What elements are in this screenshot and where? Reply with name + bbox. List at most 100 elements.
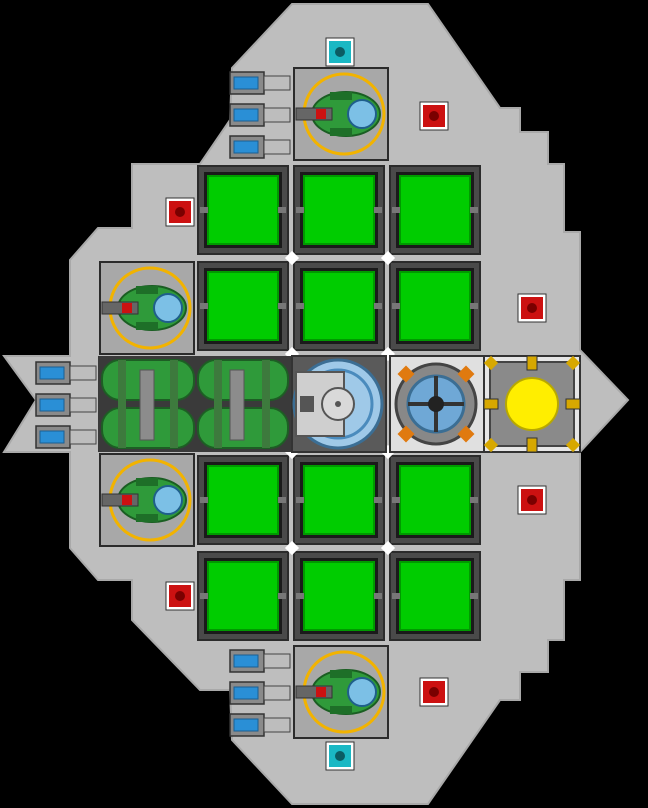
cargo-block[interactable] (389, 165, 481, 255)
turret-module[interactable] (99, 453, 195, 547)
core-bracket (565, 398, 581, 410)
cargo-latch (200, 207, 208, 213)
cargo-fill (207, 175, 279, 245)
turret-fin (330, 92, 352, 100)
cargo-latch (296, 207, 304, 213)
shield-emitter[interactable] (325, 741, 355, 771)
core-corner (483, 437, 499, 453)
cargo-latch (392, 303, 400, 309)
cargo-latch (296, 593, 304, 599)
cargo-latch (200, 497, 208, 503)
thruster-pipe (263, 75, 291, 91)
turret-emitter (122, 495, 132, 505)
cargo-block[interactable] (197, 455, 289, 545)
marker-dot (527, 495, 537, 505)
core-bracket (526, 355, 538, 371)
fuel-band (118, 360, 126, 448)
shield-emitter[interactable] (325, 37, 355, 67)
turret-module[interactable] (293, 67, 389, 161)
cargo-latch (392, 497, 400, 503)
cargo-block[interactable] (293, 551, 385, 641)
thruster[interactable] (229, 713, 291, 737)
red-marker[interactable] (165, 581, 195, 611)
cargo-block[interactable] (197, 261, 289, 351)
hub-bolt (457, 365, 475, 383)
thruster[interactable] (35, 393, 97, 417)
cargo-latch (374, 593, 382, 599)
turret-fin (330, 128, 352, 136)
thruster-nozzle (233, 654, 259, 668)
turret-fin (330, 670, 352, 678)
power-core-module[interactable] (483, 355, 581, 453)
red-marker[interactable] (517, 485, 547, 515)
turret-fin (136, 322, 158, 330)
marker-dot (175, 207, 185, 217)
thruster[interactable] (229, 71, 291, 95)
fuel-band (262, 360, 270, 448)
thruster-pipe (69, 365, 97, 381)
core-corner (565, 437, 581, 453)
reactor-bolt (335, 401, 341, 407)
cargo-fill (399, 271, 471, 341)
red-marker[interactable] (419, 101, 449, 131)
cargo-fill (399, 465, 471, 535)
core-bracket (483, 398, 499, 410)
thruster-pipe (263, 107, 291, 123)
joint-diamond (380, 250, 396, 266)
turret-emitter (122, 303, 132, 313)
turret-module[interactable] (99, 261, 195, 355)
cargo-fill (303, 175, 375, 245)
core-corner (565, 355, 581, 371)
turret-lens (347, 677, 377, 707)
cargo-latch (374, 303, 382, 309)
turret-barrel (295, 685, 333, 699)
cargo-latch (470, 593, 478, 599)
thruster[interactable] (229, 649, 291, 673)
hub-module[interactable] (389, 355, 485, 453)
cargo-block[interactable] (197, 165, 289, 255)
turret-fin (330, 706, 352, 714)
core-light (505, 377, 559, 431)
red-marker[interactable] (165, 197, 195, 227)
cargo-block[interactable] (293, 455, 385, 545)
turret-lens (347, 99, 377, 129)
thruster[interactable] (229, 135, 291, 159)
marker-dot (175, 591, 185, 601)
cargo-layer (197, 165, 481, 641)
cargo-latch (470, 207, 478, 213)
thruster-pipe (263, 653, 291, 669)
thruster-nozzle (233, 108, 259, 122)
thruster[interactable] (35, 425, 97, 449)
cargo-block[interactable] (197, 551, 289, 641)
cargo-latch (278, 593, 286, 599)
cargo-block[interactable] (293, 165, 385, 255)
thruster[interactable] (229, 681, 291, 705)
marker-layer (165, 101, 547, 707)
hub-bolt (397, 365, 415, 383)
thruster-nozzle (233, 140, 259, 154)
fuel-pipe (229, 369, 245, 441)
cargo-fill (207, 271, 279, 341)
red-marker[interactable] (419, 677, 449, 707)
reactor-dome-module[interactable] (291, 355, 387, 453)
cargo-latch (278, 497, 286, 503)
turret-emitter (316, 109, 326, 119)
thruster[interactable] (229, 103, 291, 127)
turret-module[interactable] (293, 645, 389, 739)
thruster-pipe (69, 429, 97, 445)
cargo-block[interactable] (389, 261, 481, 351)
cargo-latch (278, 303, 286, 309)
core-corner (483, 355, 499, 371)
cargo-latch (200, 593, 208, 599)
cargo-block[interactable] (293, 261, 385, 351)
turret-fin (136, 286, 158, 294)
cargo-block[interactable] (389, 455, 481, 545)
turret-lens (153, 485, 183, 515)
cargo-block[interactable] (389, 551, 481, 641)
cargo-fill (207, 465, 279, 535)
red-marker[interactable] (517, 293, 547, 323)
thruster[interactable] (35, 361, 97, 385)
fuel-tank-module[interactable] (98, 356, 292, 452)
cargo-latch (374, 497, 382, 503)
